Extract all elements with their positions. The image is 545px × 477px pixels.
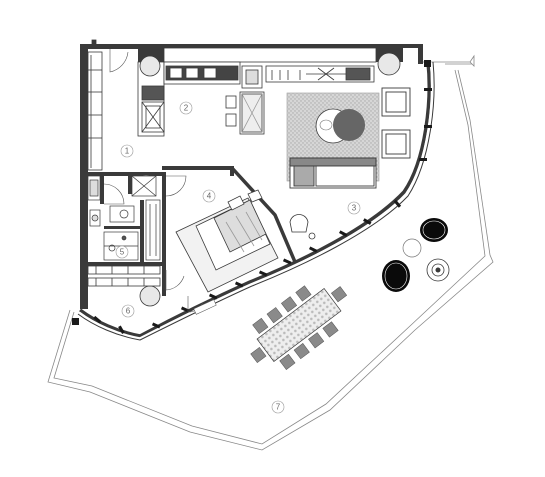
room-label-6: 6 xyxy=(121,304,135,318)
outdoor-dining xyxy=(250,285,348,370)
room-label-4: 4 xyxy=(202,189,216,203)
bedroom-partition xyxy=(230,166,297,263)
room-label-1: 1 xyxy=(120,144,134,158)
svg-text:1: 1 xyxy=(125,147,130,156)
kitchen-units xyxy=(137,61,265,137)
balcony-door xyxy=(193,299,217,315)
open-shelving xyxy=(265,65,375,83)
armchairs xyxy=(381,87,411,159)
facade-mullions xyxy=(72,60,432,334)
interior-walls xyxy=(88,166,234,296)
svg-text:6: 6 xyxy=(126,307,131,316)
room-label-5: 5 xyxy=(115,245,129,259)
sofa xyxy=(289,157,377,189)
garden-features xyxy=(382,218,450,292)
room-label-3: 3 xyxy=(347,201,361,215)
door-swings xyxy=(103,49,204,313)
svg-text:3: 3 xyxy=(352,204,357,213)
dressing-storage xyxy=(87,265,161,287)
svg-text:7: 7 xyxy=(276,403,281,412)
svg-text:4: 4 xyxy=(207,192,212,201)
room-label-2: 2 xyxy=(179,101,193,115)
bed xyxy=(175,189,279,293)
north-glazing xyxy=(163,47,377,63)
bedroom-chair xyxy=(289,214,316,240)
room-labels: 1 2 3 4 5 6 7 xyxy=(115,101,361,414)
room-label-7: 7 xyxy=(271,400,285,414)
wardrobe-column xyxy=(87,39,103,171)
svg-text:5: 5 xyxy=(120,248,125,257)
svg-text:2: 2 xyxy=(184,104,189,113)
garden-boundary xyxy=(47,54,494,451)
coffee-table xyxy=(315,108,365,144)
bathroom-fixtures xyxy=(87,175,161,261)
